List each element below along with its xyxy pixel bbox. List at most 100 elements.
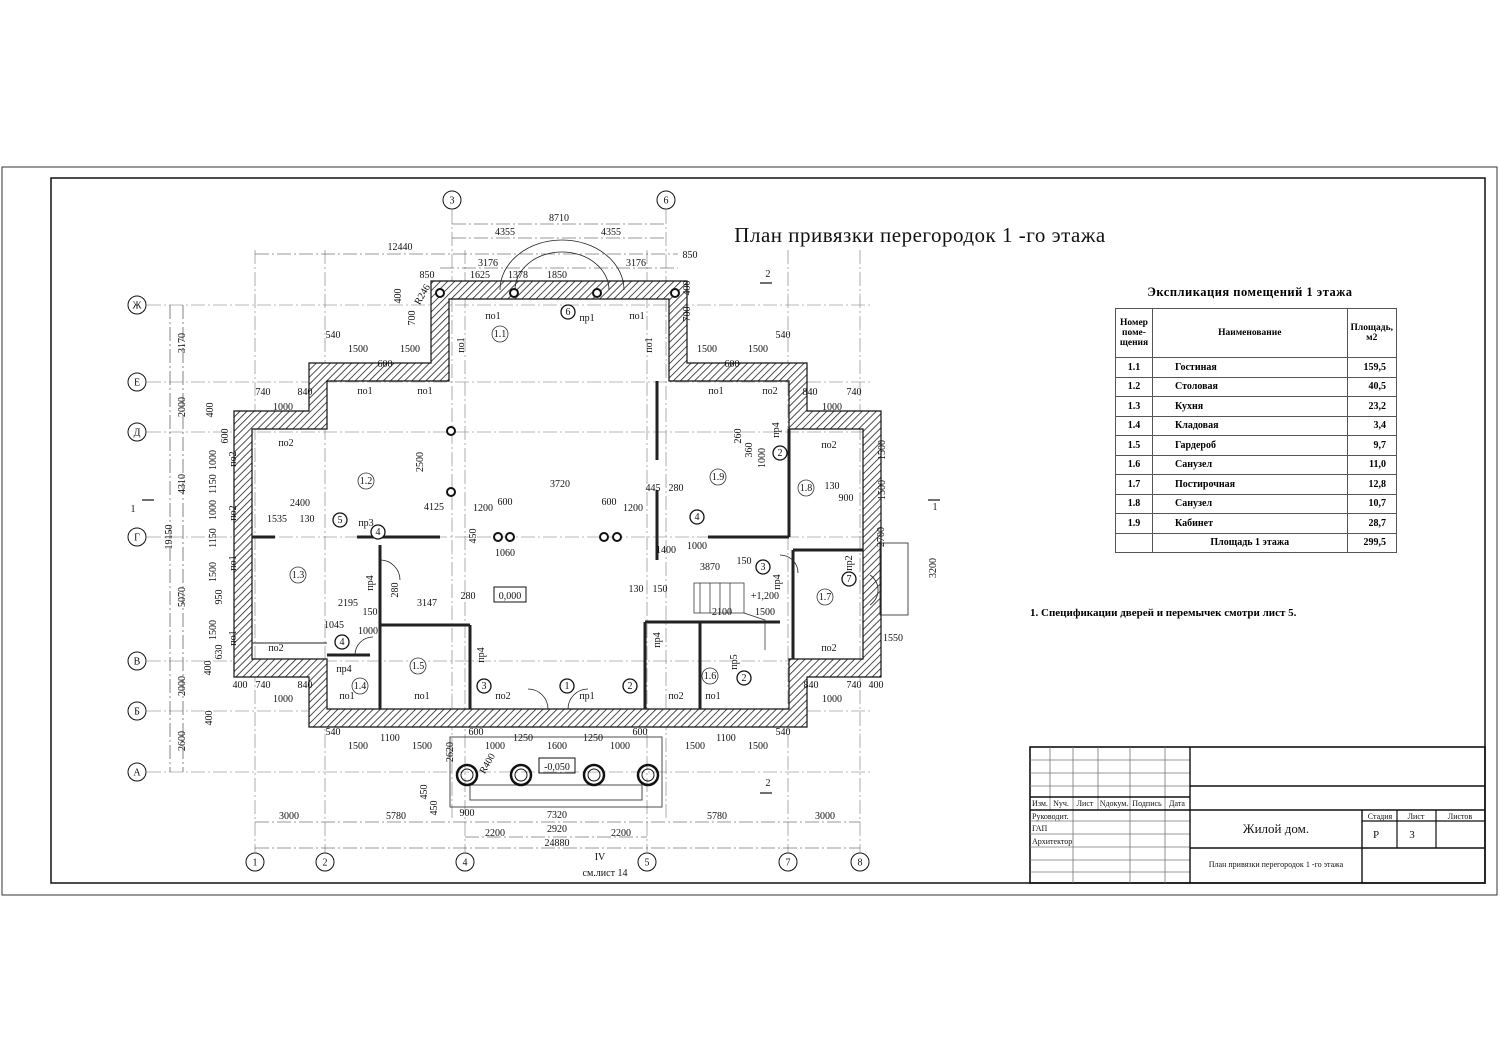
dimension-value: 1850 xyxy=(547,270,567,281)
dimension-value: 840 xyxy=(803,387,818,398)
dimension-value: 740 xyxy=(256,680,271,691)
opening-label: по2 xyxy=(278,438,293,449)
room-name: Санузел xyxy=(1152,493,1348,514)
dimension-value: 1000 xyxy=(610,741,630,752)
dimension-value: 1000 xyxy=(358,626,378,637)
column xyxy=(514,768,528,782)
dimension-value: 1000 xyxy=(687,541,707,552)
dimension-value: 1000 xyxy=(273,694,293,705)
dimension-value: 260 xyxy=(733,429,744,444)
dimension-value: 24880 xyxy=(545,838,570,849)
dimension-value: 5780 xyxy=(386,811,406,822)
axis-bubble xyxy=(127,762,147,782)
opening-label: по1 xyxy=(708,386,723,397)
opening-label: по1 xyxy=(339,691,354,702)
dimension-value: 4310 xyxy=(177,474,188,494)
partition-type-marker xyxy=(370,524,386,540)
tb-role: ГАП xyxy=(1032,824,1048,833)
dimension-value: 1000 xyxy=(485,741,505,752)
dimension-value: 1500 xyxy=(877,440,888,460)
dimension-value: 450 xyxy=(429,801,440,816)
axis-bubble xyxy=(127,295,147,315)
partition-type-marker xyxy=(755,559,771,575)
dimension-value: 1625 xyxy=(470,270,490,281)
dimension-value: 740 xyxy=(256,387,271,398)
opening-label: пр4 xyxy=(771,422,782,437)
exterior-walls xyxy=(233,280,882,728)
dimension-value: 3147 xyxy=(417,598,437,609)
dimension-value: 1150 xyxy=(208,528,219,548)
section-ref-sheet: см.лист 14 xyxy=(583,868,628,879)
dimension-value: 1550 xyxy=(883,633,903,644)
opening-label: пр1 xyxy=(579,691,594,702)
axis-bubble xyxy=(127,372,147,392)
axis-label: 8 xyxy=(858,858,863,869)
dimension-value: 150 xyxy=(737,556,752,567)
dimension-value: 400 xyxy=(393,289,404,304)
opening-label: по1 xyxy=(357,386,372,397)
room-name: Кабинет xyxy=(1152,513,1348,534)
dimension-value: 1600 xyxy=(547,741,567,752)
room-area: 159,5 xyxy=(1346,357,1398,378)
opening-label: по1 xyxy=(414,691,429,702)
room-number: 1.1 xyxy=(494,329,507,340)
axis-bubble xyxy=(315,852,335,872)
room-name: Постирочная xyxy=(1152,474,1348,495)
tb-col: Подпись xyxy=(1132,799,1162,808)
axis-label: А xyxy=(133,768,141,779)
tb-role: Руководит. xyxy=(1032,812,1069,821)
dimension-value: 600 xyxy=(633,727,648,738)
dimension-value: 740 xyxy=(847,680,862,691)
section-mark: 2 xyxy=(766,269,771,280)
tb-sheet: 3 xyxy=(1409,829,1415,841)
dimension-value: 1500 xyxy=(748,344,768,355)
dimension-value: 1100 xyxy=(716,733,736,744)
axis-bubble xyxy=(850,852,870,872)
column xyxy=(460,768,474,782)
column xyxy=(505,532,515,542)
dimension-value: 1500 xyxy=(748,741,768,752)
opening-label: по1 xyxy=(228,630,239,645)
column xyxy=(670,288,680,298)
dimension-value: 4355 xyxy=(601,227,621,238)
dimension-value: 2920 xyxy=(547,824,567,835)
dimension-value: 2100 xyxy=(712,607,732,618)
axis-label: 6 xyxy=(664,196,669,207)
partition-type: 3 xyxy=(761,562,766,573)
column xyxy=(435,288,445,298)
room-marker xyxy=(351,677,369,695)
column xyxy=(509,288,519,298)
dimension-value: 600 xyxy=(220,429,231,444)
opening-label: пр4 xyxy=(476,647,487,662)
dimension-value: 3176 xyxy=(478,258,498,269)
room-number: 1.5 xyxy=(1115,435,1153,456)
room-number: 1.3 xyxy=(292,570,305,581)
dimension-value: 1250 xyxy=(513,733,533,744)
tb-sheet-name: План привязки перегородок 1 -го этажа xyxy=(1209,860,1344,869)
dimension-value: 1500 xyxy=(755,607,775,618)
dimension-value: 280 xyxy=(390,583,401,598)
dimension-value: 360 xyxy=(744,443,755,458)
axis-label: Б xyxy=(134,707,140,718)
partition-type: 4 xyxy=(376,527,381,538)
room-marker xyxy=(357,472,375,490)
room-area: 23,2 xyxy=(1346,396,1398,417)
axis-gridlines xyxy=(147,210,870,852)
column xyxy=(599,532,609,542)
title-block xyxy=(1029,746,1486,884)
dimension-value: 1500 xyxy=(412,741,432,752)
room-name: Кухня xyxy=(1152,396,1348,417)
column xyxy=(636,763,660,787)
column xyxy=(582,763,606,787)
total-value: 299,5 xyxy=(1346,532,1398,553)
dimension-value: 4355 xyxy=(495,227,515,238)
dimension-value: 2600 xyxy=(177,731,188,751)
room-number: 1.1 xyxy=(1115,357,1153,378)
axis-bubble xyxy=(656,190,676,210)
